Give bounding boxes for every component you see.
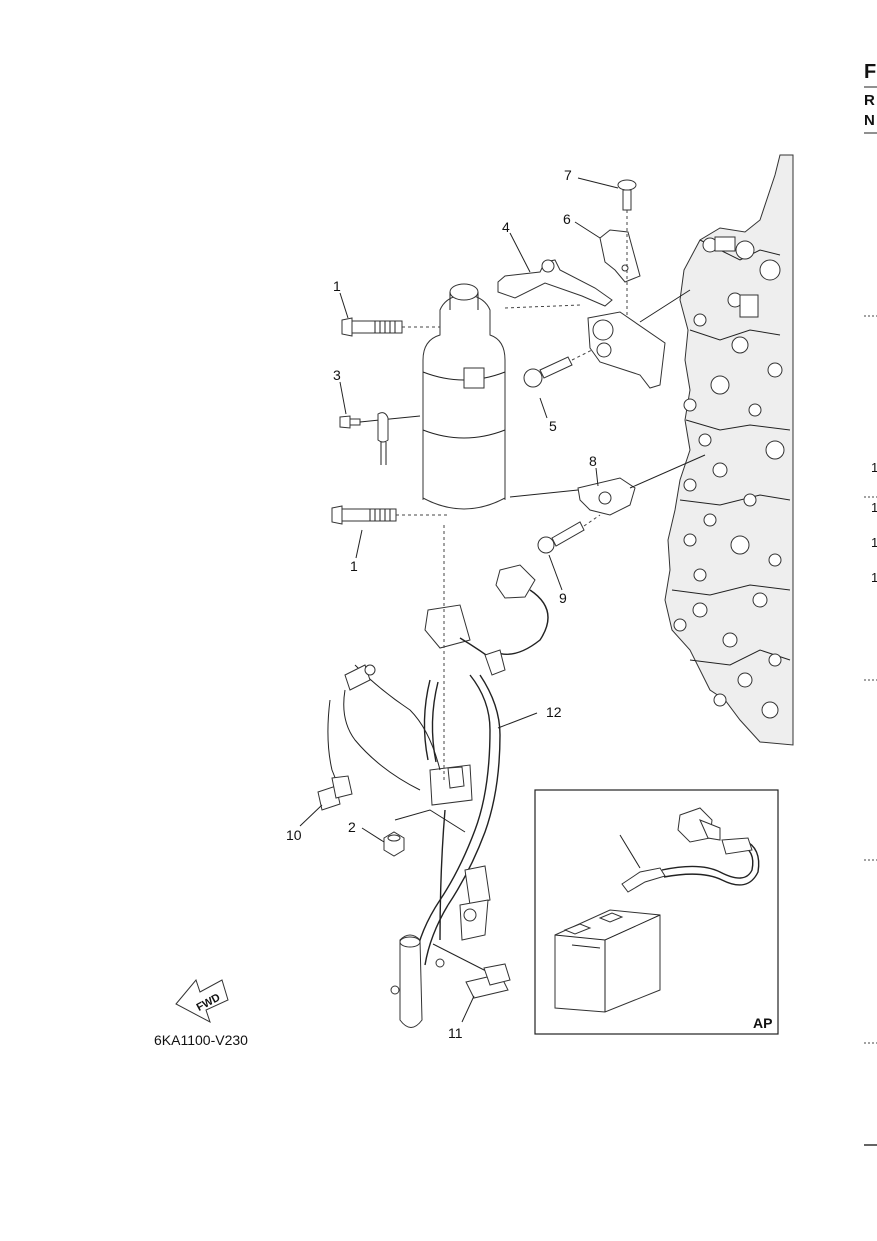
wire-harness-12 bbox=[327, 525, 549, 1028]
clip-11 bbox=[465, 963, 511, 999]
right-edge-fragments: F R N 1 1 1 1 bbox=[864, 61, 877, 1146]
bracket-8 bbox=[509, 454, 706, 516]
bracket-4 bbox=[497, 259, 613, 309]
nut-2 bbox=[383, 831, 405, 857]
callout-1-top: 1 bbox=[333, 278, 341, 294]
callout-5: 5 bbox=[549, 418, 557, 434]
edge-letter-f: F bbox=[864, 61, 876, 83]
battery bbox=[554, 909, 661, 1013]
bracket-6 bbox=[599, 229, 641, 283]
bolt-5 bbox=[523, 346, 599, 388]
edge-num-d: 1 bbox=[871, 570, 877, 585]
edge-num-b: 1 bbox=[871, 500, 877, 515]
callout-4: 4 bbox=[502, 219, 510, 235]
screw-3 bbox=[339, 412, 421, 465]
callout-11: 11 bbox=[448, 1025, 463, 1041]
bolt-9 bbox=[537, 514, 601, 554]
edge-letter-n: N bbox=[864, 112, 875, 129]
callout-2: 2 bbox=[348, 819, 356, 835]
callout-6: 6 bbox=[563, 211, 571, 227]
callout-8: 8 bbox=[589, 453, 597, 469]
fwd-arrow-icon: FWD bbox=[175, 978, 229, 1024]
callout-3: 3 bbox=[333, 367, 341, 383]
inset-panel: AP bbox=[534, 789, 779, 1035]
edge-num-c: 1 bbox=[871, 535, 877, 550]
clip-10 bbox=[317, 775, 353, 811]
diagram-code: 6KA1100-V230 bbox=[154, 1032, 248, 1048]
bolt-1-bottom bbox=[331, 505, 448, 525]
callout-1-bottom: 1 bbox=[350, 558, 358, 574]
ignition-coil bbox=[422, 283, 506, 510]
edge-num-a: 1 bbox=[871, 460, 877, 475]
battery-lead-13 bbox=[621, 807, 760, 893]
callout-12: 12 bbox=[546, 704, 562, 720]
coil-mount-plate bbox=[587, 289, 691, 389]
callout-labels: 1 3 4 5 6 7 8 9 1 10 2 11 12 13 bbox=[286, 167, 629, 1041]
callout-7: 7 bbox=[564, 167, 572, 183]
engine-block bbox=[664, 154, 794, 746]
bolt-7 bbox=[617, 179, 637, 318]
callout-10: 10 bbox=[286, 827, 302, 843]
callout-9: 9 bbox=[559, 590, 567, 606]
inset-label-ap: AP bbox=[753, 1015, 772, 1031]
edge-letter-r: R bbox=[864, 92, 875, 109]
leader-lines bbox=[299, 177, 619, 1023]
bolt-1-top bbox=[341, 317, 440, 337]
